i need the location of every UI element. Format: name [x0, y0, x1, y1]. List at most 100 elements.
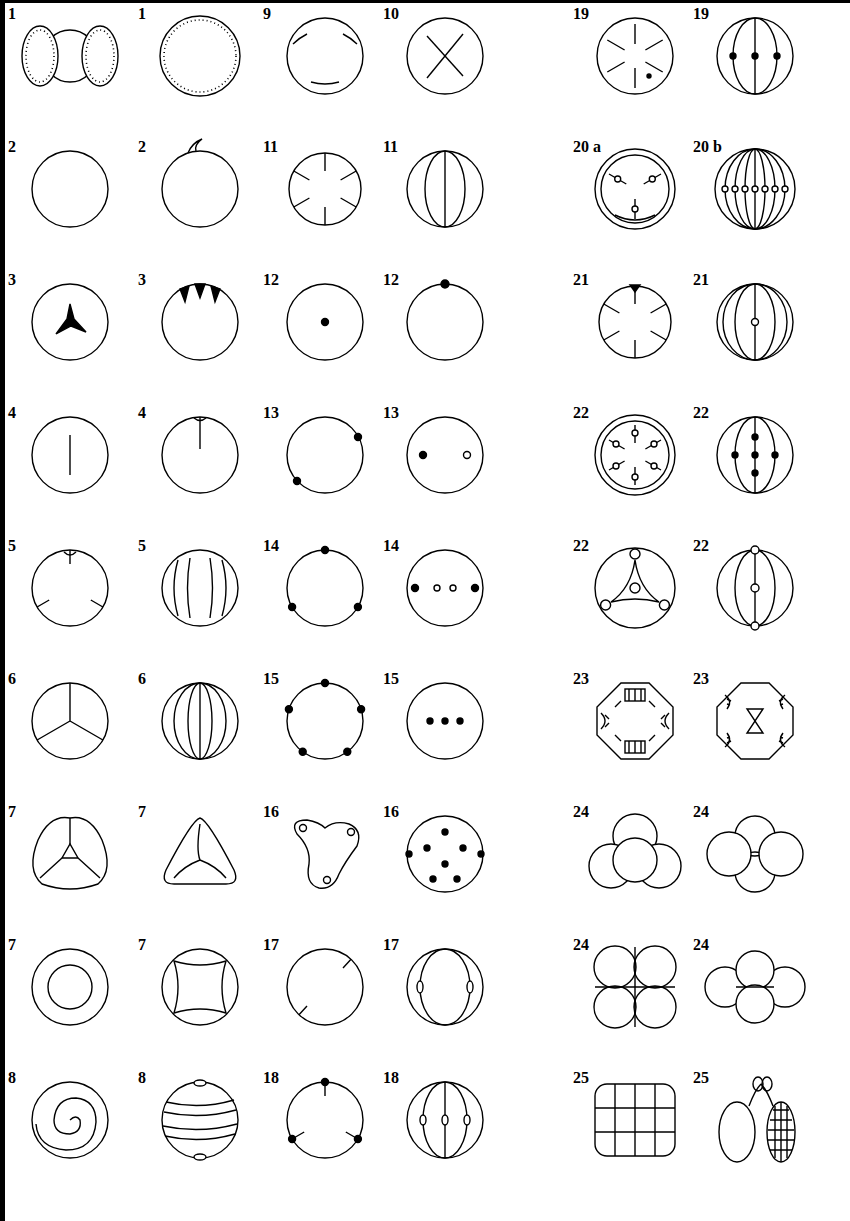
- figure-number: 9: [263, 6, 271, 22]
- pollen-figure: [705, 951, 805, 1023]
- pollen-figure: [597, 683, 673, 759]
- pollen-figure: [717, 417, 793, 493]
- pollen-figure: [406, 816, 484, 892]
- pollen-figure: [595, 149, 675, 229]
- figure-number: 2: [138, 139, 146, 155]
- figure-number: 10: [383, 6, 399, 22]
- pollen-figure: [162, 949, 238, 1025]
- figure-number: 23: [573, 671, 589, 687]
- figure-number: 13: [263, 405, 279, 421]
- figure-number: 23: [693, 671, 709, 687]
- pollen-figure: [295, 820, 359, 888]
- pollen-figure: [162, 683, 238, 759]
- figure-number: 1: [8, 6, 16, 22]
- pollen-figure: [715, 149, 795, 229]
- pollen-figure: [32, 683, 108, 759]
- figure-number: 12: [383, 272, 399, 288]
- pollen-figure: [407, 550, 483, 626]
- pollen-figure: [719, 1077, 795, 1162]
- figure-number: 7: [138, 937, 146, 953]
- figure-number: 8: [8, 1070, 16, 1086]
- pollen-figure: [32, 417, 108, 493]
- pollen-figure: [162, 284, 238, 360]
- figure-number: 24: [693, 804, 709, 820]
- figure-number: 25: [573, 1070, 589, 1086]
- figure-number: 24: [573, 804, 589, 820]
- figure-number: 17: [263, 937, 279, 953]
- pollen-figure: [162, 1080, 238, 1160]
- pollen-figure: [289, 153, 361, 225]
- pollen-figure: [32, 949, 108, 1025]
- pollen-figure: [32, 151, 108, 227]
- pollen-figure: [162, 139, 238, 227]
- figure-number: 5: [8, 538, 16, 554]
- pollen-figure: [407, 280, 483, 360]
- figure-number: 2: [8, 139, 16, 155]
- figure-number: 24: [693, 937, 709, 953]
- pollen-figure: [407, 683, 483, 759]
- pollen-figure: [287, 284, 363, 360]
- figure-number: 20 b: [693, 139, 722, 155]
- figure-number: 7: [8, 937, 16, 953]
- pollen-figure: [717, 284, 793, 360]
- pollen-figure: [162, 417, 238, 493]
- figure-number: 22: [573, 405, 589, 421]
- pollen-figure: [595, 548, 675, 628]
- figure-number: 7: [138, 804, 146, 820]
- pollen-figure: [33, 817, 107, 889]
- figure-number: 16: [263, 804, 279, 820]
- pollen-figure: [32, 284, 108, 360]
- figure-number: 8: [138, 1070, 146, 1086]
- pollen-figure: [164, 818, 236, 884]
- figure-number: 13: [383, 405, 399, 421]
- pollen-figure: [287, 1079, 363, 1159]
- figure-number: 14: [263, 538, 279, 554]
- figure-number: 11: [383, 139, 398, 155]
- pollen-figure: [32, 550, 108, 626]
- figure-number: 18: [383, 1070, 399, 1086]
- pollen-figure: [287, 949, 363, 1025]
- pollen-figure: [595, 415, 675, 495]
- figure-number: 16: [383, 804, 399, 820]
- frame-top: [0, 0, 850, 3]
- figure-number: 3: [138, 272, 146, 288]
- figure-number: 22: [693, 405, 709, 421]
- figure-number: 25: [693, 1070, 709, 1086]
- figure-number: 6: [138, 671, 146, 687]
- pollen-figure: [22, 26, 118, 86]
- figure-number: 14: [383, 538, 399, 554]
- pollen-figure: [160, 16, 240, 96]
- pollen-figure: [597, 18, 673, 94]
- figure-number: 4: [138, 405, 146, 421]
- figure-number: 22: [693, 538, 709, 554]
- pollen-figure: [717, 683, 793, 759]
- pollen-figure: [287, 547, 363, 627]
- pollen-figure: [589, 814, 681, 888]
- figure-number: 6: [8, 671, 16, 687]
- pollen-figure: [285, 680, 364, 760]
- figure-number: 21: [693, 272, 709, 288]
- pollen-figure: [707, 816, 803, 892]
- pollen-figure: [717, 18, 793, 94]
- pollen-figure: [407, 1082, 483, 1158]
- frame-left: [0, 0, 5, 1221]
- pollen-figure: [407, 18, 483, 94]
- figure-number: 12: [263, 272, 279, 288]
- figure-number: 21: [573, 272, 589, 288]
- pollen-figure: [287, 18, 363, 94]
- figure-number: 4: [8, 405, 16, 421]
- pollen-figure: [32, 1082, 108, 1158]
- figure-number: 22: [573, 538, 589, 554]
- pollen-figure: [407, 417, 483, 493]
- figure-number: 18: [263, 1070, 279, 1086]
- figure-number: 15: [263, 671, 279, 687]
- figure-number: 20 a: [573, 139, 601, 155]
- pollen-figure: [287, 417, 363, 493]
- figure-number: 19: [573, 6, 589, 22]
- pollen-figure: [599, 285, 671, 358]
- figure-number: 15: [383, 671, 399, 687]
- figure-number: 11: [263, 139, 278, 155]
- figure-number: 7: [8, 804, 16, 820]
